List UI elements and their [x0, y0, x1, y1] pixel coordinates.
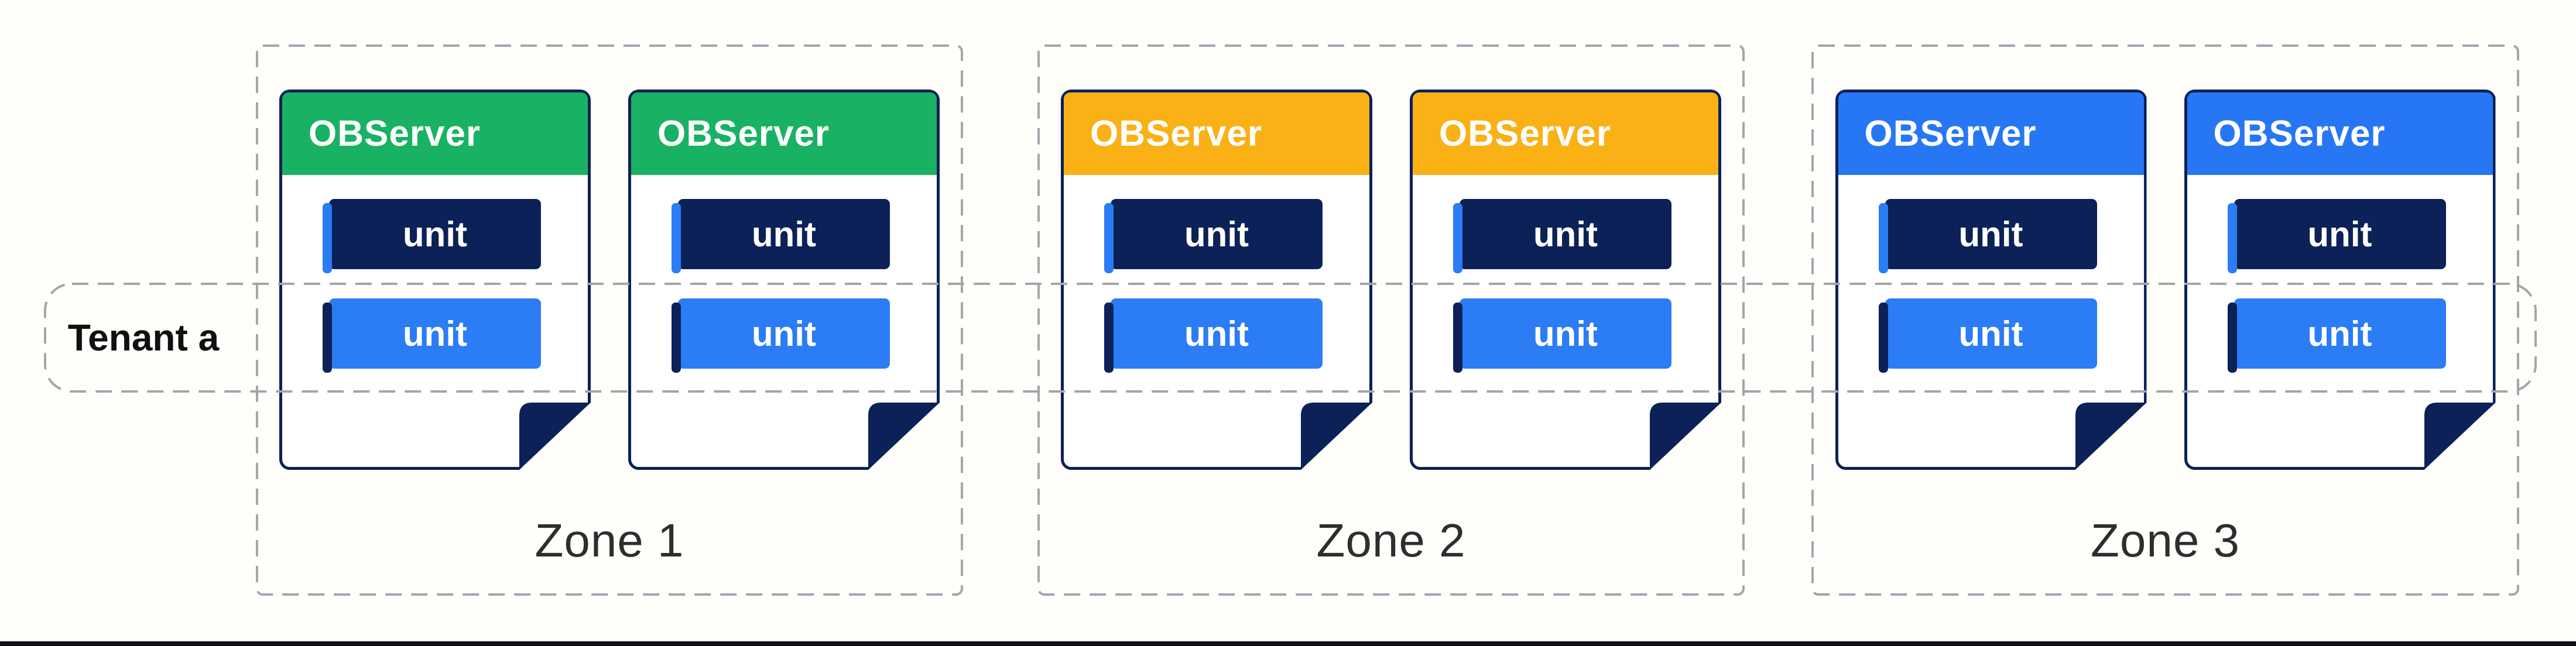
unit-list: unit unit — [1413, 199, 1718, 369]
unit-box-dark: unit — [1111, 199, 1323, 269]
unit-label: unit — [403, 314, 467, 353]
observer-card: OBServer unit unit — [1835, 90, 2147, 470]
observer-card-header: OBServer — [2187, 92, 2493, 175]
zone-3: OBServer unit unit OBServer unit unit Zo… — [1811, 44, 2519, 596]
unit-box-dark: unit — [1460, 199, 1671, 269]
observer-card-header: OBServer — [631, 92, 937, 175]
observer-card: OBServer unit unit — [1410, 90, 1721, 470]
unit-label: unit — [1958, 214, 2023, 254]
unit-box-dark: unit — [1885, 199, 2097, 269]
observer-card-header: OBServer — [1413, 92, 1718, 175]
observer-card-header: OBServer — [282, 92, 588, 175]
unit-box-light: unit — [678, 298, 890, 369]
unit-label: unit — [403, 214, 467, 254]
unit-box-dark: unit — [2234, 199, 2446, 269]
zone-2: OBServer unit unit OBServer unit unit Zo… — [1037, 44, 1745, 596]
zone-label: Zone 3 — [2090, 514, 2241, 566]
folded-corner-icon — [519, 403, 591, 470]
zone-1: OBServer unit unit OBServer unit unit Zo… — [256, 44, 963, 596]
zone-label: Zone 2 — [1316, 514, 1466, 566]
unit-label: unit — [2307, 214, 2372, 254]
folded-corner-icon — [1301, 403, 1372, 470]
observer-card-header: OBServer — [1064, 92, 1369, 175]
observer-title: OBServer — [1439, 114, 1612, 154]
folded-corner-icon — [2075, 403, 2147, 470]
observer-title: OBServer — [309, 114, 481, 154]
unit-label: unit — [1533, 314, 1598, 353]
folded-corner-icon — [868, 403, 940, 470]
observer-card: OBServer unit unit — [279, 90, 591, 470]
unit-box-light: unit — [1885, 298, 2097, 369]
unit-list: unit unit — [282, 199, 588, 369]
unit-list: unit unit — [2187, 199, 2493, 369]
unit-box-light: unit — [329, 298, 541, 369]
unit-box-light: unit — [1460, 298, 1671, 369]
observer-card-header: OBServer — [1838, 92, 2144, 175]
unit-box-dark: unit — [678, 199, 890, 269]
observer-card: OBServer unit unit — [1061, 90, 1372, 470]
unit-box-dark: unit — [329, 199, 541, 269]
folded-corner-icon — [2424, 403, 2496, 470]
observer-title: OBServer — [2213, 114, 2386, 154]
unit-box-light: unit — [1111, 298, 1323, 369]
unit-label: unit — [1533, 214, 1598, 254]
unit-box-light: unit — [2234, 298, 2446, 369]
tenant-label: Tenant a — [67, 317, 220, 359]
unit-list: unit unit — [1838, 199, 2144, 369]
unit-label: unit — [1184, 314, 1249, 353]
observer-card: OBServer unit unit — [2184, 90, 2496, 470]
bottom-border-bar — [0, 641, 2576, 646]
folded-corner-icon — [1650, 403, 1721, 470]
unit-label: unit — [2307, 314, 2372, 353]
unit-label: unit — [752, 314, 816, 353]
unit-list: unit unit — [1064, 199, 1369, 369]
unit-label: unit — [752, 214, 816, 254]
observer-title: OBServer — [1864, 114, 2037, 154]
observer-title: OBServer — [657, 114, 830, 154]
observer-card: OBServer unit unit — [628, 90, 940, 470]
unit-label: unit — [1958, 314, 2023, 353]
observer-title: OBServer — [1090, 114, 1263, 154]
unit-label: unit — [1184, 214, 1249, 254]
unit-list: unit unit — [631, 199, 937, 369]
zone-label: Zone 1 — [535, 514, 684, 566]
